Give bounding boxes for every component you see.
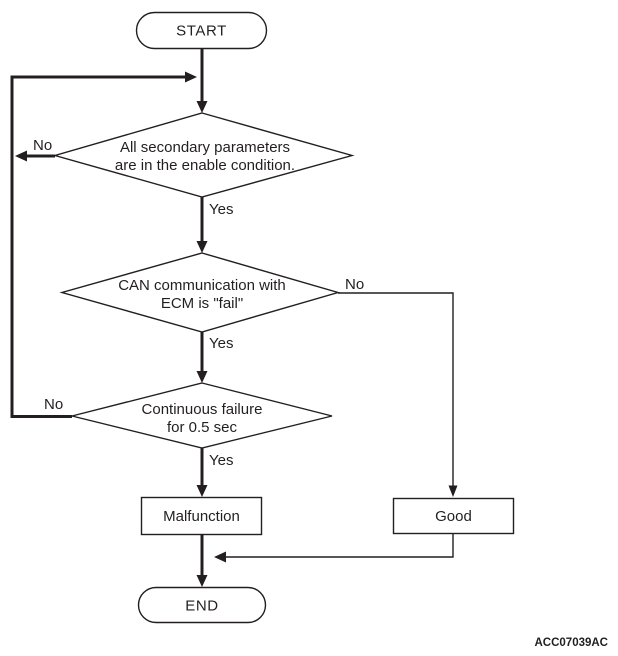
connector-good-to-junction — [225, 534, 454, 558]
decision2-text-line1: CAN communication with — [118, 277, 286, 294]
arrowhead-down-end — [196, 575, 208, 587]
good-box — [392, 497, 515, 535]
decision2-text-line2: ECM is "fail" — [161, 295, 243, 312]
arrowhead-down-good — [448, 485, 458, 497]
decision3-no-label: No — [44, 396, 63, 413]
decision3-yes-label: Yes — [209, 452, 233, 469]
decision1-text-line1: All secondary parameters — [120, 139, 290, 156]
end-label: END — [185, 598, 218, 615]
decision3-text-line1: Continuous failure — [142, 401, 263, 418]
figure-code: ACC07039AC — [534, 637, 608, 649]
arrowhead-down-malfunction — [196, 485, 208, 497]
arrowhead-down-decision2 — [196, 241, 208, 253]
arrowhead-left-decision1-no — [15, 150, 27, 162]
decision2-yes-label: Yes — [209, 335, 233, 352]
connector-decision2-no — [338, 292, 454, 486]
connector-feedback-loop — [10, 75, 186, 418]
malfunction-label: Malfunction — [163, 508, 240, 525]
decision3-diamond — [71, 382, 333, 449]
decision1-text-line2: are in the enable condition. — [115, 157, 295, 174]
arrowhead-left-junction — [214, 551, 226, 563]
end-terminal — [137, 586, 267, 624]
decision3-text-line2: for 0.5 sec — [167, 419, 238, 436]
start-terminal — [135, 11, 268, 50]
decision1-yes-label: Yes — [209, 201, 233, 218]
arrowhead-right-reentry — [185, 71, 197, 83]
decision2-diamond — [59, 252, 341, 333]
start-label: START — [176, 23, 227, 40]
decision2-no-label: No — [345, 276, 364, 293]
good-label: Good — [435, 508, 472, 525]
decision1-no-label: No — [33, 137, 52, 154]
arrowhead-down-decision3 — [196, 371, 208, 383]
malfunction-box — [140, 496, 263, 536]
arrowhead-down-decision1 — [196, 101, 208, 113]
decision1-diamond — [52, 112, 355, 198]
